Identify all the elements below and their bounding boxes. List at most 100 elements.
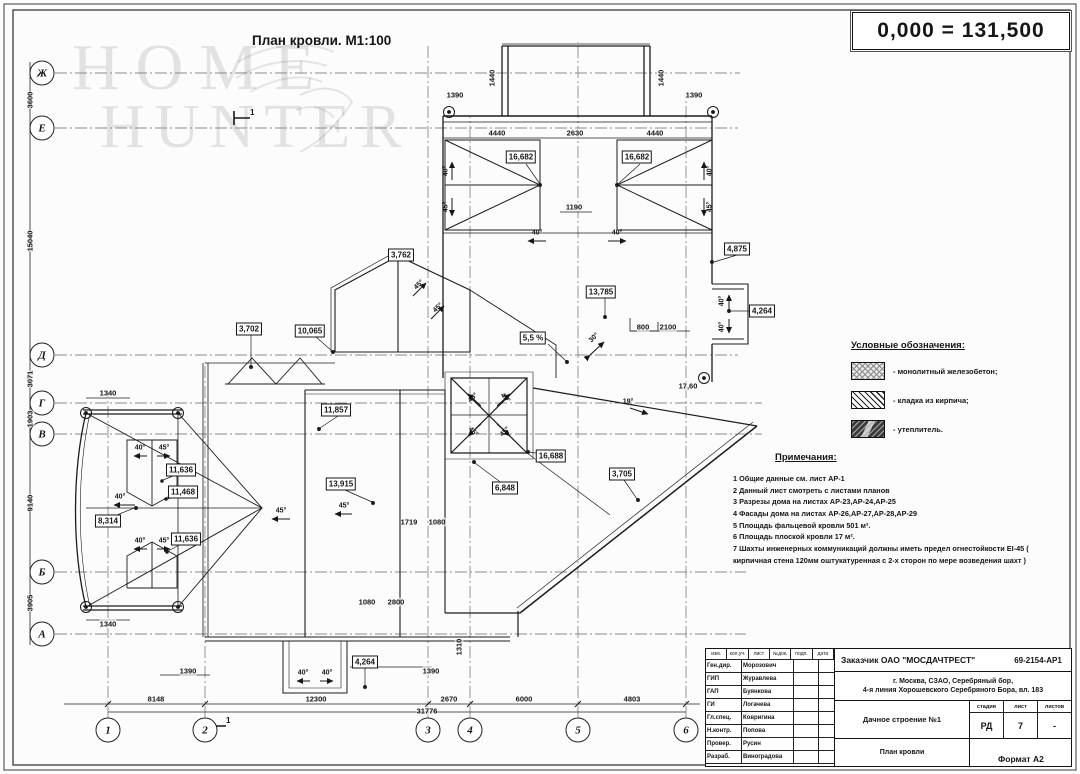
dimension-label: 1903 <box>25 410 35 428</box>
signature-cell <box>819 751 834 763</box>
axis-row-Б: Б <box>29 559 55 585</box>
dimension-label: 3905 <box>25 594 35 612</box>
axis-row-Е: Е <box>29 115 55 141</box>
signature-name: Ковригина <box>742 712 794 725</box>
slope-label: 19° <box>622 398 634 406</box>
elevation-label: 3,705 <box>608 467 636 481</box>
signature-row: Разраб.Виноградова <box>706 751 834 765</box>
elevation-label: 11,857 <box>320 403 352 417</box>
sw-brick-swatch <box>851 391 885 409</box>
slope-label: 40° <box>114 493 126 501</box>
note-item: 7 Шахты инженерных коммуникаций должны и… <box>733 544 1029 565</box>
note-item: 4 Фасады дома на листах АР-26,АР-27,АР-2… <box>733 509 918 519</box>
signature-role: Провер. <box>706 738 742 751</box>
elevation-label: 3,702 <box>235 322 263 336</box>
axis-col-1: 1 <box>95 717 121 743</box>
dimension-label: 1440 <box>656 69 666 87</box>
slope-label: 40° <box>297 669 309 677</box>
signature-cell <box>794 751 819 764</box>
dimension-label: 2100 <box>659 322 677 332</box>
slope-label: 40° <box>718 295 726 307</box>
slope-label: 45° <box>275 507 287 515</box>
signature-cell <box>819 686 834 698</box>
notes-title: Примечания: <box>775 452 837 463</box>
sig-col: №док. <box>770 649 792 659</box>
watermark-eagle <box>235 44 354 153</box>
sig-col: подп. <box>791 649 813 659</box>
slope-label: 40° <box>134 444 146 452</box>
signature-row: Ген.дир.Морозович <box>706 660 834 674</box>
signature-name: Попова <box>742 725 794 738</box>
legend-item-label: - кладка из кирпича; <box>893 395 969 405</box>
dimension-label: 31776 <box>416 706 438 716</box>
axis-col-4: 4 <box>457 717 483 743</box>
signature-name: Журавлева <box>742 673 794 686</box>
signature-row: Гл.спец.Ковригина <box>706 712 834 726</box>
signature-cell <box>794 712 819 725</box>
project-address: г. Москва, СЗАО, Серебряный бор, 4-я лин… <box>835 672 1071 701</box>
elevation-label: 16,682 <box>621 150 653 164</box>
legend-item: - кладка из кирпича; <box>851 391 1056 409</box>
drawing-title: План кровли. М1:100 <box>252 33 392 48</box>
signature-cell <box>819 738 834 750</box>
slope-label: 40° <box>706 165 714 177</box>
address-line1: г. Москва, СЗАО, Серебряный бор, <box>892 677 1014 685</box>
signature-name: Русин <box>742 738 794 751</box>
signature-name: Буянкова <box>742 686 794 699</box>
signature-name: Виноградова <box>742 751 794 764</box>
slope-label: 40° <box>321 669 333 677</box>
slope-label: 45° <box>158 537 170 545</box>
signature-cell <box>819 673 834 685</box>
dimension-label: 1190 <box>565 202 583 212</box>
signature-cell <box>819 712 834 724</box>
elevation-label: 4,264 <box>351 655 379 669</box>
signature-cell <box>819 699 834 711</box>
notes: Примечания: 1 Общие данные см. лист АР-1… <box>733 452 1038 566</box>
legend-item: - утеплитель. <box>851 420 1056 438</box>
note-item: 1 Общие данные см. лист АР-1 <box>733 474 845 483</box>
legend-title: Условные обозначения: <box>851 340 965 351</box>
stage-col: лист <box>1004 701 1038 712</box>
sheet-title: План кровли <box>835 739 970 766</box>
slope-label: 45° <box>158 444 170 452</box>
signature-cell <box>794 686 819 699</box>
dimension-label: 1340 <box>99 388 117 398</box>
dimension-label: 1390 <box>179 666 197 676</box>
elevation-label: 5,5 % <box>519 331 547 345</box>
dimension-label: 1390 <box>446 90 464 100</box>
section-markers <box>209 111 250 733</box>
dimension-lines <box>29 43 712 713</box>
elevation-label: 13,915 <box>325 477 357 491</box>
sw-concrete-swatch <box>851 362 885 380</box>
signature-cell <box>794 673 819 686</box>
dimension-label: 8148 <box>147 694 165 704</box>
elevation-label: 13,785 <box>585 285 617 299</box>
stage-value: РД <box>970 713 1004 738</box>
axis-col-5: 5 <box>565 717 591 743</box>
slope-label: 40° <box>442 165 450 177</box>
note-item: 3 Разрезы дома на листах АР-23,АР-24,АР-… <box>733 497 896 507</box>
signature-role: Разраб. <box>706 751 742 764</box>
slope-arrows <box>113 161 732 684</box>
dimension-label: 9140 <box>25 494 35 512</box>
client-row: Заказчик ОАО "МОСДАЧТРЕСТ" 69-2154-АР1 <box>835 649 1071 672</box>
elevation-label: 3,762 <box>387 248 415 262</box>
elevation-label: 8,314 <box>94 514 122 528</box>
signature-cell <box>819 660 834 672</box>
dimension-label: 1080 <box>428 517 446 527</box>
section-marker-number: 1 <box>226 716 231 725</box>
dimension-label: 2670 <box>440 694 458 704</box>
slope-label: 40° <box>611 229 623 237</box>
project-name: Дачное строение №1 <box>835 701 970 738</box>
axis-row-А: А <box>29 621 55 647</box>
axis-grid-lines <box>55 42 762 718</box>
signature-role: Ген.дир. <box>706 660 742 673</box>
note-item: 5 Площадь фальцевой кровли 501 м². <box>733 520 871 530</box>
dimension-label: 12300 <box>305 694 327 704</box>
client-name: Заказчик ОАО "МОСДАЧТРЕСТ" <box>841 655 976 665</box>
sw-insul-swatch <box>851 420 885 438</box>
elevation-label: 11,636 <box>170 532 202 546</box>
sig-col: дата <box>813 649 834 659</box>
